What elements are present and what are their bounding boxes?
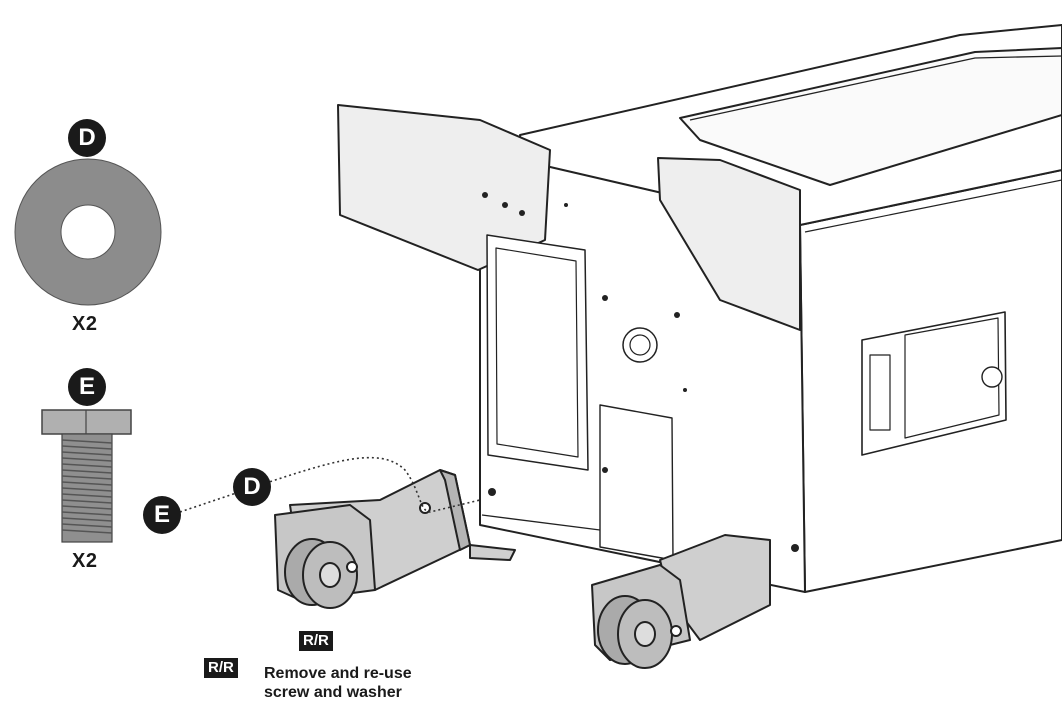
washer-letter-badge: D bbox=[68, 119, 106, 157]
washer-illustration bbox=[14, 158, 162, 306]
cabinet-illustration bbox=[337, 24, 1062, 593]
left-caster-illustration bbox=[274, 469, 516, 609]
rr-tag-legend: R/R bbox=[204, 658, 238, 678]
legend-description-line2: screw and washer bbox=[264, 684, 402, 701]
legend-description-line1: Remove and re-use bbox=[264, 665, 412, 682]
screw-illustration bbox=[41, 409, 132, 543]
washer-quantity: X2 bbox=[72, 313, 98, 335]
legend-description: Remove and re-use screw and washer bbox=[264, 664, 412, 702]
screw-quantity: X2 bbox=[72, 550, 98, 572]
right-caster-illustration bbox=[591, 534, 771, 669]
screw-letter-badge: E bbox=[68, 368, 106, 406]
rr-tag-top: R/R bbox=[299, 631, 333, 651]
assembly-path-line bbox=[179, 456, 481, 513]
cabinet-holes bbox=[482, 192, 799, 552]
callout-d-badge: D bbox=[233, 468, 271, 506]
callout-e-badge: E bbox=[143, 496, 181, 534]
